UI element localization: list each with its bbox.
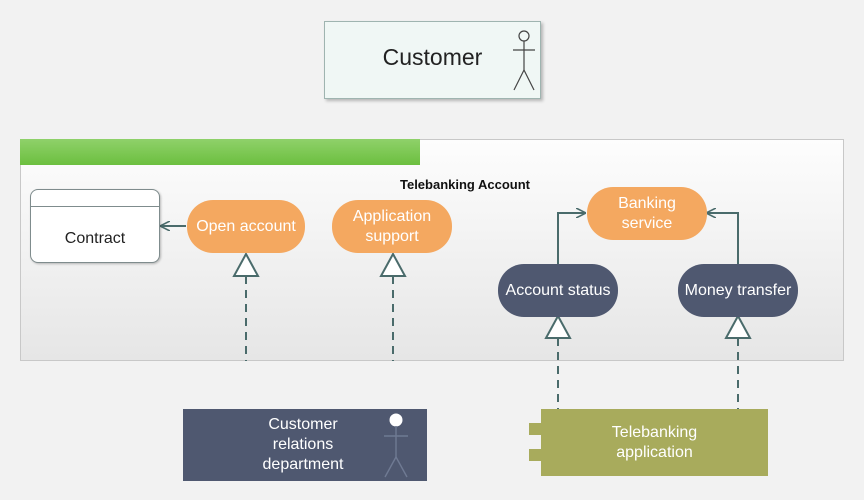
boundary-title: Telebanking Account xyxy=(399,177,530,192)
realization-triangle-money-transfer xyxy=(724,313,752,339)
account-status-service: Account status xyxy=(498,264,618,317)
open-account-service: Open account xyxy=(187,200,305,253)
actor-stick-figure-icon xyxy=(513,30,535,91)
application-support-label-line-2: support xyxy=(365,227,419,245)
open-account-label: Open account xyxy=(196,217,296,235)
realization-triangle-account-status xyxy=(544,313,572,339)
application-label-line-1: Telebanking xyxy=(611,423,698,441)
money-transfer-service: Money transfer xyxy=(678,264,798,317)
application-label-line-2: application xyxy=(616,443,693,461)
boundary-header-bar xyxy=(20,139,420,165)
telebanking-application-component: Telebanking application xyxy=(529,409,768,476)
contract-divider xyxy=(31,206,159,207)
banking-service-label-line-1: Banking xyxy=(618,194,676,212)
department-label-line-3: department xyxy=(262,456,344,473)
customer-relations-department-node: Customer relations department xyxy=(183,409,427,481)
application-support-service: Application support xyxy=(332,200,452,253)
contract-label: Contract xyxy=(64,230,126,247)
connector-account-status-banking-service xyxy=(557,213,585,264)
application-support-label-line-1: Application xyxy=(352,207,432,225)
department-label-line-2: relations xyxy=(272,436,334,453)
department-label-line-1: Customer xyxy=(268,416,338,433)
money-transfer-label: Money transfer xyxy=(684,281,792,299)
customer-actor-node: Customer xyxy=(324,21,541,99)
realization-triangle-application-support xyxy=(379,251,407,277)
customer-actor-label: Customer xyxy=(382,44,483,70)
account-status-label: Account status xyxy=(505,281,611,299)
banking-service-label-line-2: service xyxy=(621,214,673,232)
realization-triangle-open-account xyxy=(232,251,260,277)
component-port-bottom-icon xyxy=(529,449,543,461)
banking-service-node: Banking service xyxy=(587,187,707,240)
contract-object-node: Contract xyxy=(30,189,160,263)
component-port-top-icon xyxy=(529,423,543,435)
department-actor-icon xyxy=(384,413,408,478)
connector-money-transfer-banking-service xyxy=(707,213,739,264)
